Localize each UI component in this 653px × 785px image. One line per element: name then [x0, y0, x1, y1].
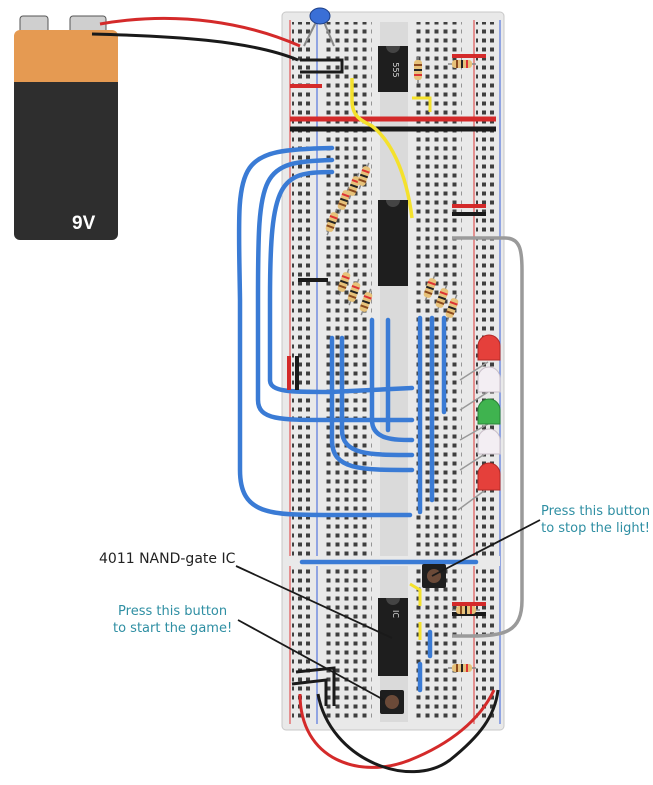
ceramic-capacitor [303, 7, 335, 47]
counter-ic [378, 200, 408, 286]
black-supply-wire [316, 689, 500, 774]
gray-wire [452, 236, 524, 638]
battery-9v [14, 15, 118, 240]
led-green [459, 398, 501, 441]
timer-555-ic [378, 46, 408, 92]
led-white-1 [459, 366, 501, 411]
battery-label: 9V [72, 213, 96, 234]
start-annotation: Press this button to start the game! [113, 603, 232, 637]
battery-black-lead [91, 32, 299, 62]
stop-annotation: Press this button to stop the light! [541, 503, 650, 537]
leds [457, 334, 501, 511]
led-red-1 [459, 334, 501, 381]
power-rail-left [292, 22, 314, 722]
nand-chip-text: IC [391, 610, 400, 618]
stop-annotation-line1: Press this button [541, 504, 651, 519]
start-pointer-line [237, 619, 385, 701]
red-supply-wire [298, 689, 496, 769]
resistors [325, 56, 480, 672]
ic-annotation-text: 4011 NAND-gate IC [99, 551, 236, 567]
stop-pointer-line [431, 519, 541, 577]
stop-push-button[interactable] [422, 564, 446, 588]
stop-annotation-line2: to stop the light! [541, 521, 650, 536]
led-white-2 [459, 428, 501, 471]
battery-red-lead [99, 16, 301, 48]
yellow-wire-nand [409, 582, 422, 606]
nand-4011-ic [378, 598, 408, 676]
start-annotation-line2: to start the game! [113, 621, 233, 636]
blue-wires [236, 145, 479, 693]
yellow-wire-timer [350, 78, 414, 219]
timer-chip-text: 555 [391, 62, 400, 77]
ic-pointer-line [235, 565, 393, 639]
start-push-button[interactable] [380, 690, 404, 714]
start-annotation-line1: Press this button [118, 604, 228, 619]
led-red-2 [457, 462, 501, 511]
ic-annotation: 4011 NAND-gate IC [99, 551, 235, 568]
